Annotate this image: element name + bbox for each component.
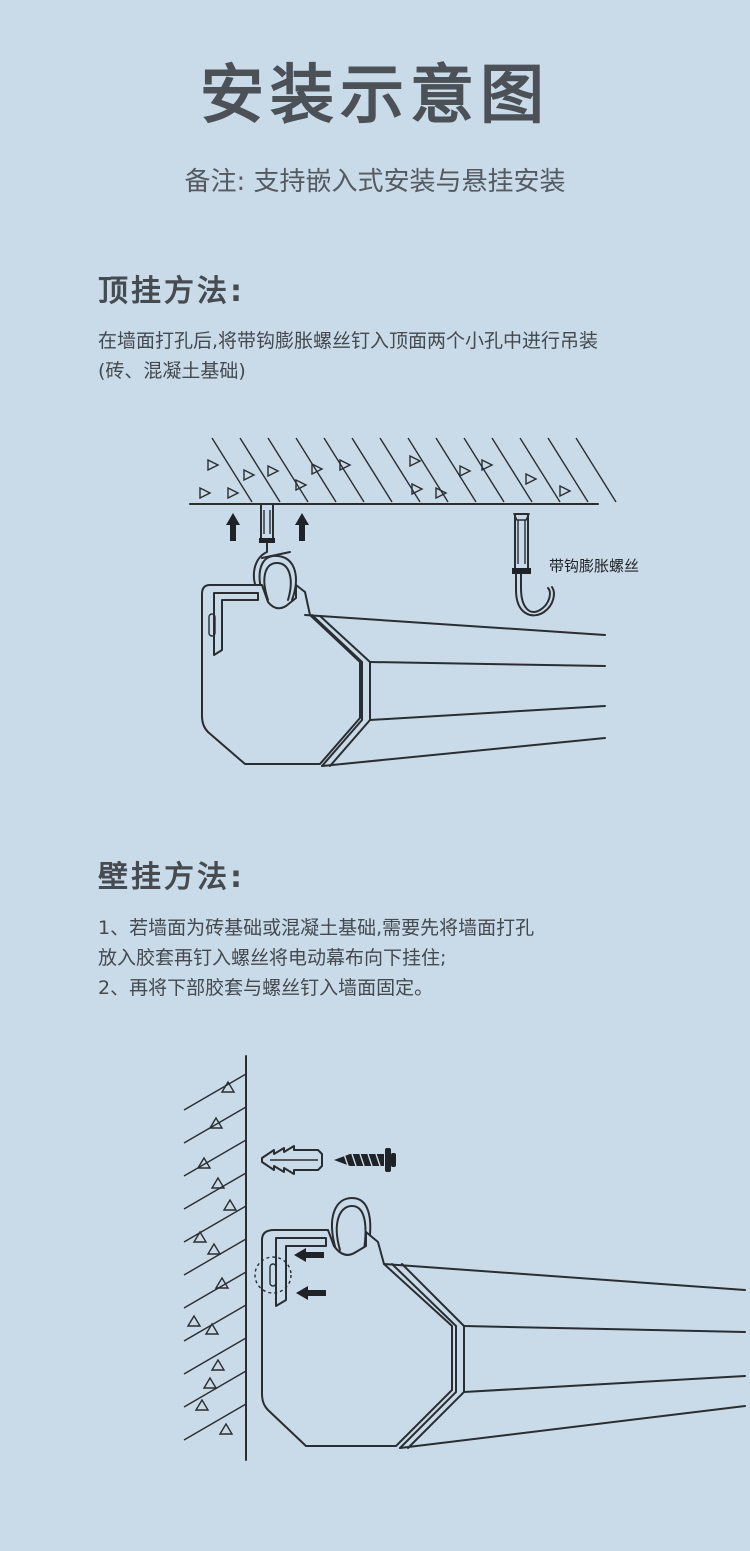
hatch-triangle [311, 462, 324, 476]
screen-case [254, 1229, 746, 1449]
hatch-triangle [186, 1314, 202, 1327]
ceiling-line-1: 在墙面打孔后,将带钩膨胀螺丝钉入顶面两个小孔中进行吊装 [98, 330, 599, 352]
hatch-triangle [199, 486, 212, 500]
wall-line-1: 1、若墙面为砖基础或混凝土基础,需要先将墙面打孔 [98, 917, 535, 939]
hatch-line [183, 1304, 247, 1342]
hatch-line [519, 437, 561, 503]
screen-case [201, 584, 606, 767]
hatch-triangle [207, 458, 220, 472]
hatch-triangle [267, 464, 280, 478]
hatch-line [435, 437, 477, 503]
hatch-triangle [220, 1080, 236, 1093]
hatch-line [267, 437, 309, 503]
hatch-triangle [295, 478, 308, 492]
page-subtitle: 备注: 支持嵌入式安装与悬挂安装 [184, 167, 566, 197]
hatch-line [295, 437, 337, 503]
left-arrow-icon [294, 1248, 324, 1262]
hatch-line [239, 437, 281, 503]
hatch-triangle [459, 464, 472, 478]
hanging-hook-icon [331, 1197, 372, 1251]
up-arrow-icon [226, 513, 240, 541]
hatch-line [183, 1106, 247, 1144]
hatch-line [183, 1172, 247, 1210]
hatch-line [351, 437, 393, 503]
hatch-line [183, 1370, 247, 1408]
wall-line-2: 放入胶套再钉入螺丝将电动幕布向下挂住; [98, 947, 447, 969]
ceiling-instructions: 在墙面打孔后,将带钩膨胀螺丝钉入顶面两个小孔中进行吊装 (砖、混凝土基础) [98, 326, 598, 386]
wall-heading: 壁挂方法: [98, 860, 245, 895]
hatch-line [183, 1205, 247, 1243]
wall-line-3: 2、再将下部胶套与螺丝钉入墙面固定。 [98, 977, 434, 999]
hatch-line [183, 1271, 247, 1309]
hatch-line [211, 437, 253, 503]
hatch-triangle [194, 1398, 210, 1411]
hatch-triangle [222, 1198, 238, 1211]
hatch-triangle [192, 1230, 208, 1243]
hook-expansion-screw-icon [512, 513, 555, 617]
hatch-triangle [481, 458, 494, 472]
wall-instructions: 1、若墙面为砖基础或混凝土基础,需要先将墙面打孔 放入胶套再钉入螺丝将电动幕布向… [98, 913, 534, 1003]
wall-plug-icon [261, 1145, 323, 1175]
hatch-triangle [339, 458, 352, 472]
hatch-triangle [227, 486, 240, 500]
page-title: 安装示意图 [200, 59, 550, 133]
hatch-line [547, 437, 589, 503]
hatch-line [183, 1238, 247, 1276]
hatch-line [575, 437, 617, 503]
expansion-anchor-icon [252, 503, 275, 593]
hatch-triangle [525, 472, 538, 486]
hatch-triangle [435, 486, 448, 500]
hatch-triangle [210, 1176, 226, 1189]
hatch-line [183, 1337, 247, 1375]
hanging-hook-icon [258, 551, 297, 601]
wall-concrete-hatch [183, 1055, 247, 1461]
ceiling-line-2: (砖、混凝土基础) [98, 360, 246, 382]
hatch-triangle [411, 482, 424, 496]
hatch-line [491, 437, 533, 503]
hatch-triangle [214, 1276, 230, 1289]
hatch-triangle [243, 468, 256, 482]
hatch-triangle [208, 1116, 224, 1129]
hatch-line [463, 437, 505, 503]
up-arrow-icon [295, 513, 309, 541]
hatch-triangle [559, 484, 572, 498]
ceiling-heading: 顶挂方法: [98, 274, 245, 309]
screw-icon [334, 1148, 396, 1172]
hatch-line [323, 437, 365, 503]
left-arrow-icon [296, 1286, 326, 1300]
hatch-triangle [210, 1358, 226, 1371]
ceiling-concrete-hatch [189, 437, 617, 505]
hatch-triangle [409, 454, 422, 468]
hatch-triangle [204, 1322, 220, 1335]
hatch-triangle [196, 1156, 212, 1169]
wall-mount-diagram [183, 1055, 746, 1461]
hatch-triangle [218, 1422, 234, 1435]
hatch-triangle [206, 1242, 222, 1255]
ceiling-mount-diagram: 带钩膨胀螺丝 [189, 437, 639, 767]
hook-screw-label: 带钩膨胀螺丝 [549, 557, 639, 575]
hatch-triangle [202, 1376, 218, 1389]
hatch-line [183, 1139, 247, 1177]
hatch-line [183, 1403, 247, 1441]
hatch-line [379, 437, 421, 503]
hatch-line [183, 1073, 247, 1111]
